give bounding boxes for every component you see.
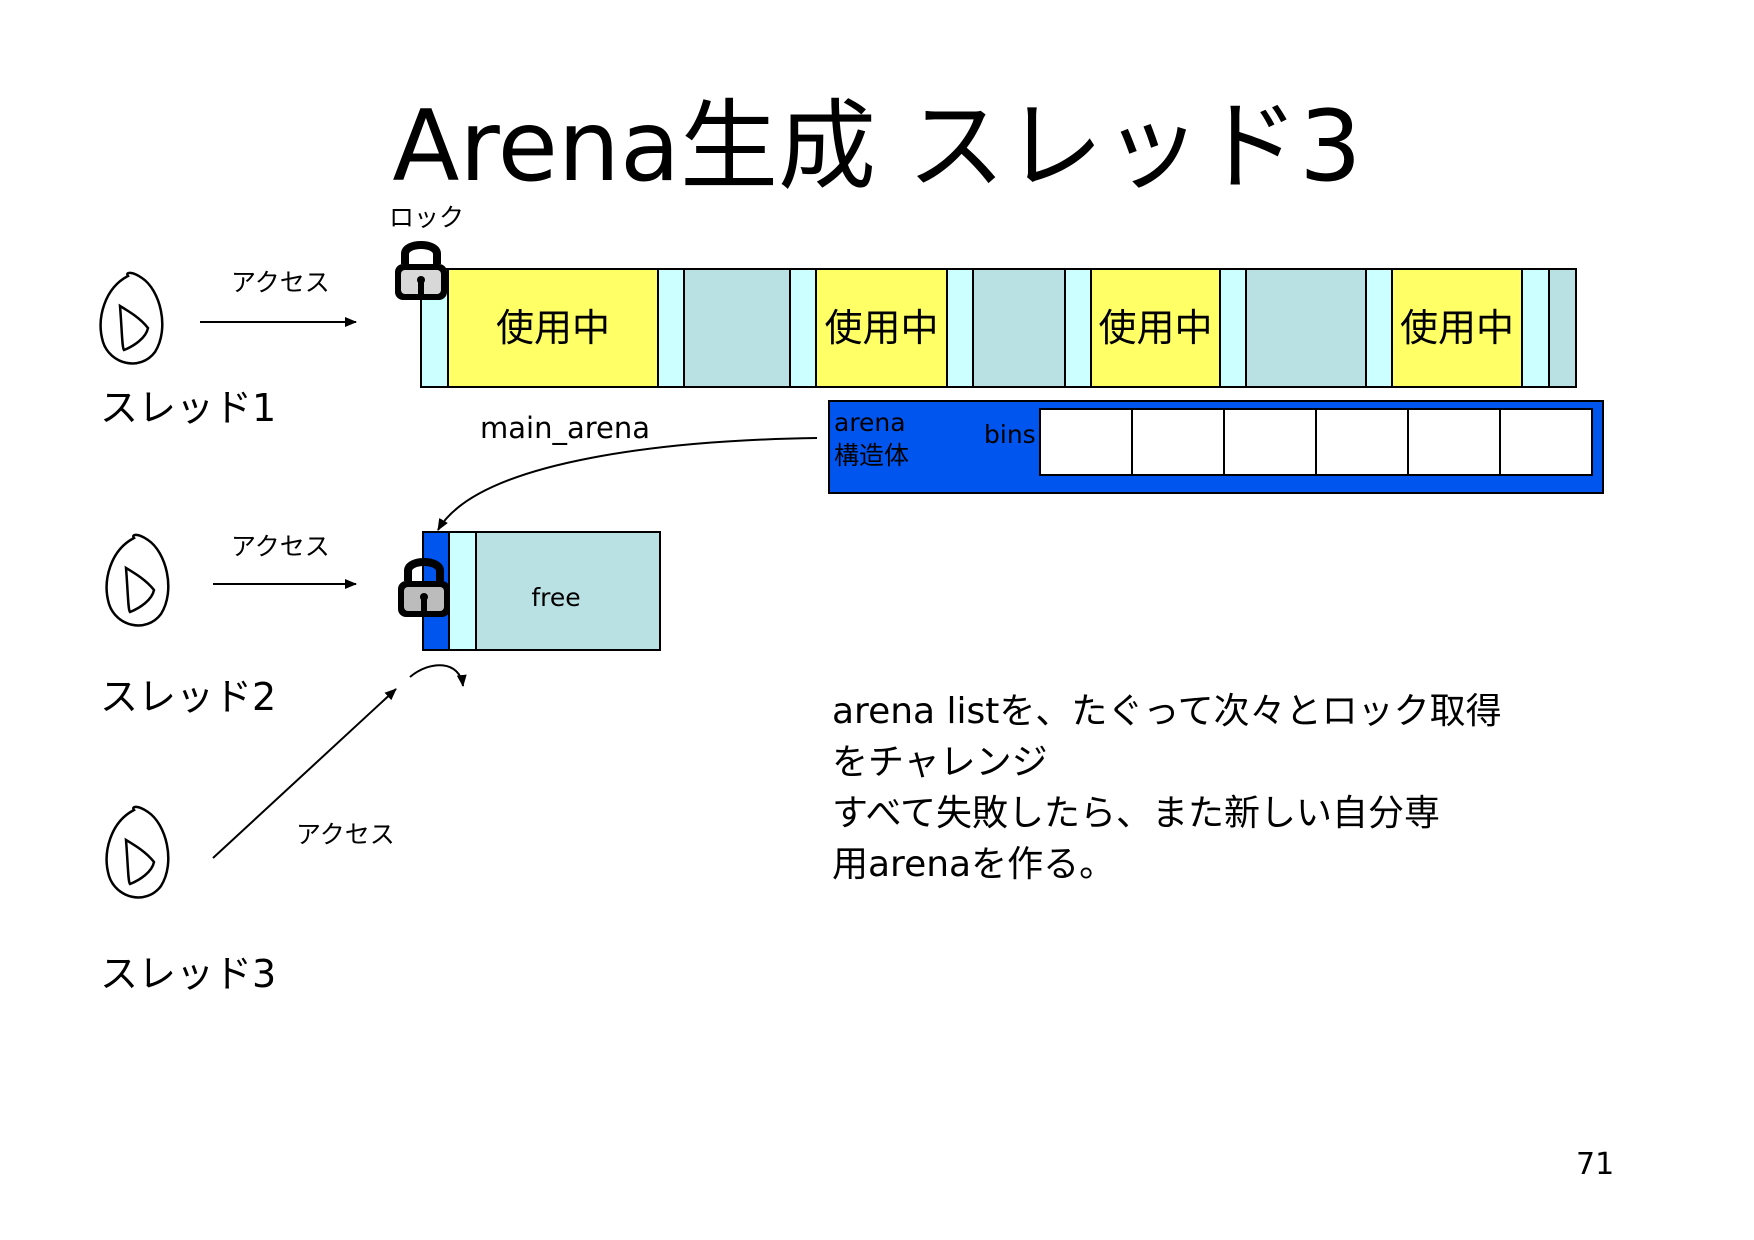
in-use-label: 使用中 bbox=[1399, 306, 1514, 350]
arena-struct-label-line1: arena bbox=[834, 408, 906, 437]
bins-label: bins bbox=[984, 420, 1036, 449]
main-arena-label: main_arena bbox=[480, 411, 651, 445]
in-use-label: 使用中 bbox=[1098, 306, 1213, 350]
description-text: arena listを、たぐって次々とロック取得 をチャレンジ すべて失敗したら… bbox=[832, 686, 1632, 890]
lock-icon bbox=[398, 558, 450, 617]
description-line-4: 用arenaを作る。 bbox=[832, 844, 1116, 885]
thread-3-label: スレッド3 bbox=[100, 952, 277, 996]
thread-1-icon bbox=[99, 271, 164, 365]
access-arrow-3 bbox=[212, 688, 397, 859]
description-line-2: をチャレンジ bbox=[832, 742, 1048, 783]
page-number: 71 bbox=[1576, 1147, 1615, 1182]
lock-icon bbox=[395, 241, 447, 300]
thread-3-icon bbox=[105, 805, 170, 899]
access-label-1: アクセス bbox=[231, 268, 330, 297]
in-use-label: 使用中 bbox=[824, 306, 939, 350]
arena-struct-label-line2: 構造体 bbox=[834, 441, 910, 470]
retry-arrow bbox=[409, 664, 467, 687]
thread-1-label: スレッド1 bbox=[100, 386, 277, 430]
access-label-3: アクセス bbox=[296, 820, 395, 849]
free-label: free bbox=[531, 583, 581, 612]
lock-label: ロック bbox=[389, 203, 465, 232]
bins-array bbox=[1039, 408, 1593, 476]
slide-title: Arena生成 スレッド3 bbox=[392, 90, 1362, 204]
thread-2-label: スレッド2 bbox=[100, 675, 277, 719]
description-line-1: arena listを、たぐって次々とロック取得 bbox=[832, 691, 1502, 732]
access-label-2: アクセス bbox=[231, 532, 330, 561]
main-arena-arrow bbox=[437, 437, 818, 531]
description-line-3: すべて失敗したら、また新しい自分専 bbox=[832, 793, 1441, 834]
in-use-label: 使用中 bbox=[495, 306, 610, 350]
thread-2-icon bbox=[105, 533, 170, 627]
